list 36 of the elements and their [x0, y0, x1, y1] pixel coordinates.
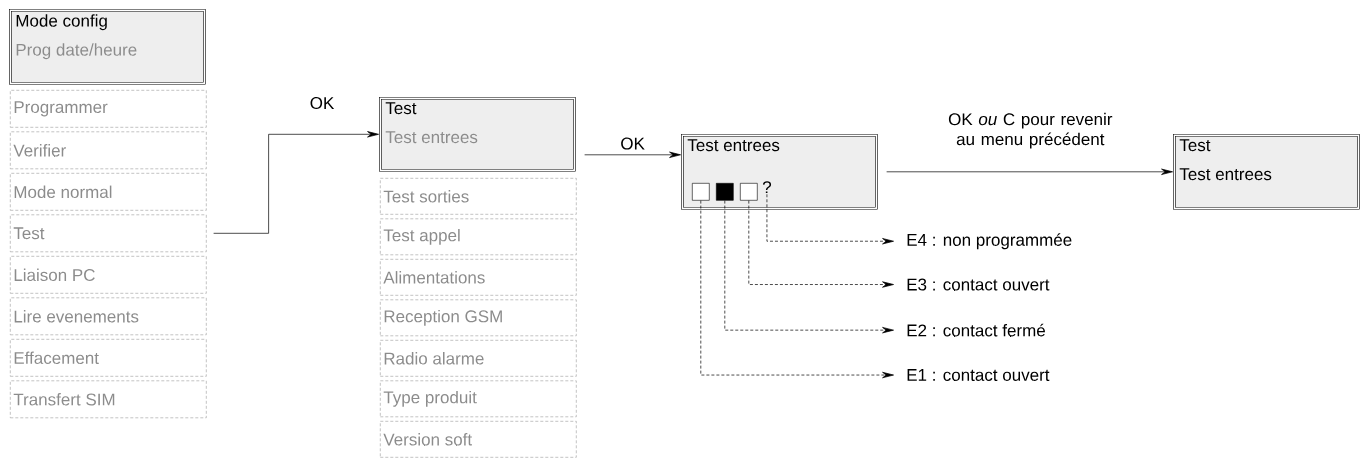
edge-label: OK — [621, 137, 645, 150]
arrow — [213, 131, 379, 234]
menu-item: Test sorties — [380, 178, 577, 215]
menu-item: Alimentations — [380, 259, 577, 296]
input-label: E1 : contact ouvert — [907, 369, 1050, 381]
menu-item: Liaison PC — [10, 256, 207, 294]
input-label: E4 : non programmée — [907, 233, 1072, 250]
checkbox-square — [740, 183, 758, 201]
checkbox-square — [692, 183, 710, 201]
menu-item: Transfert SIM — [10, 380, 207, 419]
edge-label: OK — [310, 97, 335, 110]
leader-arrow — [724, 200, 894, 334]
menu-item: Lire evenements — [10, 297, 207, 336]
edge-label: OK ou C pour revenir au menu précédent — [948, 112, 1113, 149]
arrow — [584, 151, 681, 158]
menu-item: Version soft — [380, 421, 577, 458]
menu-item: Test — [10, 214, 207, 253]
leader-arrow — [766, 193, 894, 245]
menu-box: Mode config Prog date/heure — [9, 9, 206, 85]
leader-arrow — [700, 200, 894, 379]
menu-item: Reception GSM — [380, 299, 577, 337]
menu-item: Radio alarme — [380, 340, 577, 377]
arrow — [886, 168, 1173, 175]
menu-box: Test Test entrees — [379, 97, 576, 172]
menu-item: Effacement — [10, 339, 207, 377]
menu-item: Programmer — [10, 90, 207, 128]
menu-item: Verifier — [10, 131, 207, 170]
menu-item: Type produit — [380, 380, 577, 418]
menu-item: Mode normal — [10, 173, 207, 211]
status-symbol: ? — [762, 181, 772, 194]
checkbox-square — [716, 183, 734, 201]
input-label: E2 : contact fermé — [907, 323, 1045, 337]
input-label: E3 : contact ouvert — [907, 278, 1050, 291]
menu-item: Test appel — [380, 218, 577, 256]
menu-box: Test Test entrees — [1173, 134, 1360, 210]
leader-arrow — [748, 200, 894, 288]
